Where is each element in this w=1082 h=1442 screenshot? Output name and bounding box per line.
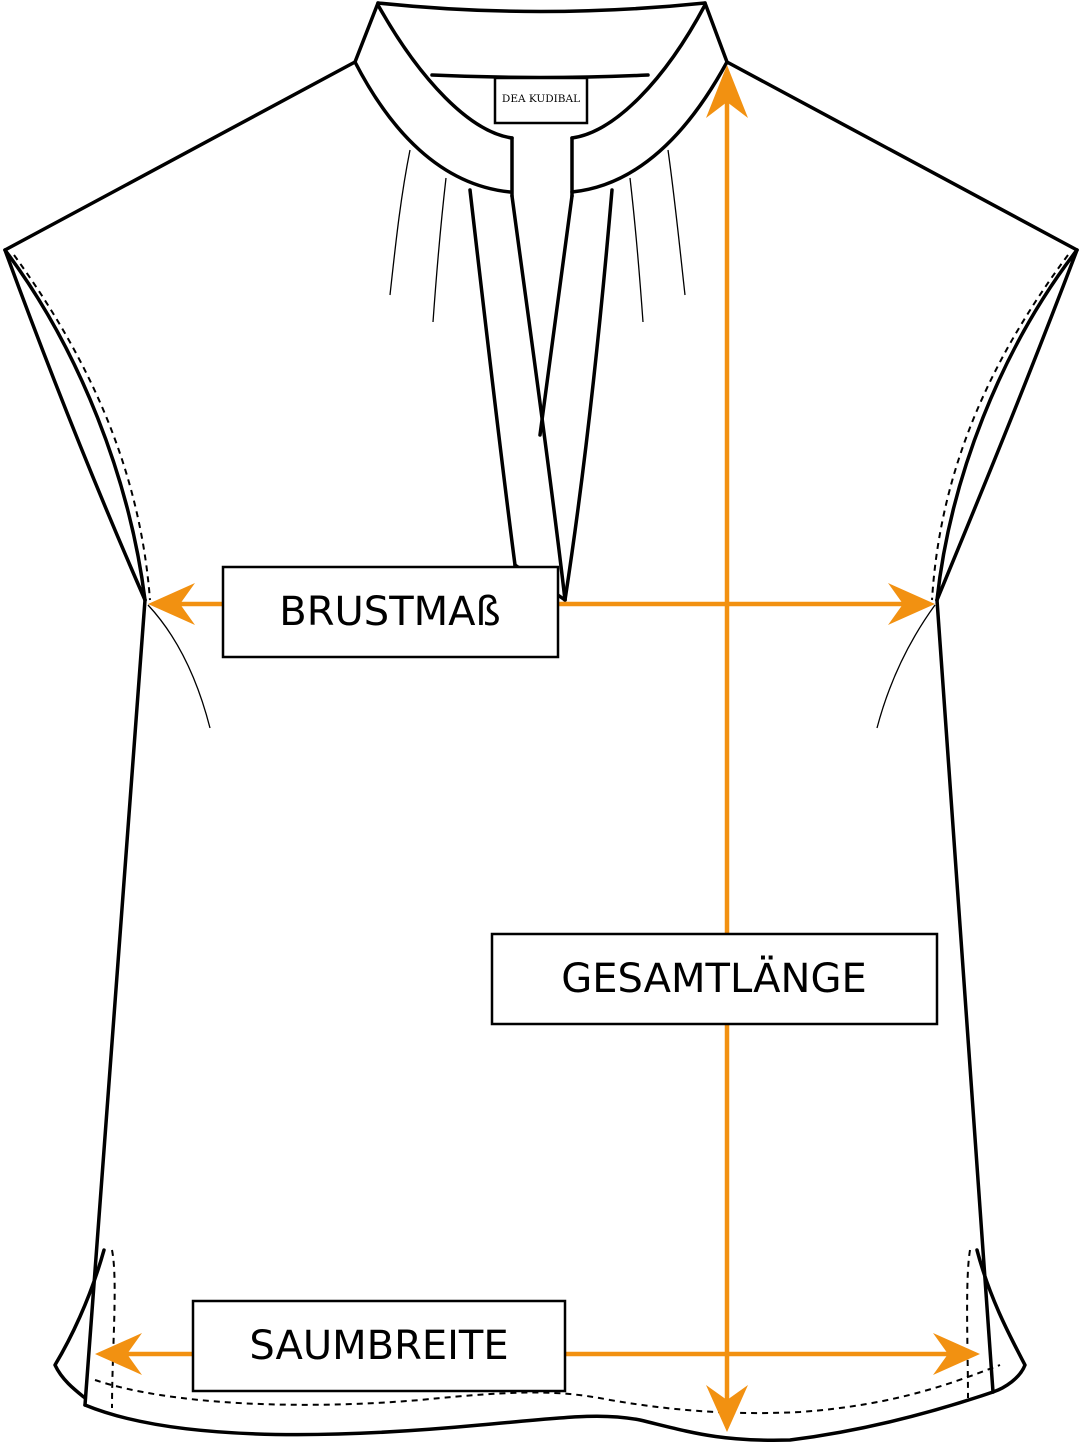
blouse-outline (3, 60, 1079, 1442)
total-length-label-text: GESAMTLÄNGE (561, 954, 866, 1002)
brand-label-box (493, 76, 589, 125)
total-length-label: GESAMTLÄNGE (490, 932, 939, 1026)
arrow-head-right (888, 583, 935, 625)
gather-pleats (389, 149, 686, 323)
measurement-arrows (95, 65, 980, 1432)
hem-width-label-text: SAUMBREITE (249, 1323, 508, 1369)
arrow-head-right (933, 1333, 980, 1375)
brand-label: DEA KUDIBAL (493, 76, 589, 125)
collar (353, 1, 729, 198)
chest-label-box (221, 565, 560, 659)
hem-width-label-box (191, 1299, 567, 1393)
chest-label-text: BRUSTMAß (279, 589, 500, 635)
arrow-head-left (148, 583, 195, 625)
arrow-head-down (706, 1385, 748, 1432)
arrow-head-up (706, 65, 748, 118)
placket (468, 188, 614, 602)
total-length-label-box (490, 932, 939, 1026)
hem-width-label: SAUMBREITE (191, 1299, 567, 1393)
arrow-head-left (95, 1333, 142, 1375)
brand-label-text: DEA KUDIBAL (502, 93, 580, 105)
chest-label: BRUSTMAß (221, 565, 560, 659)
